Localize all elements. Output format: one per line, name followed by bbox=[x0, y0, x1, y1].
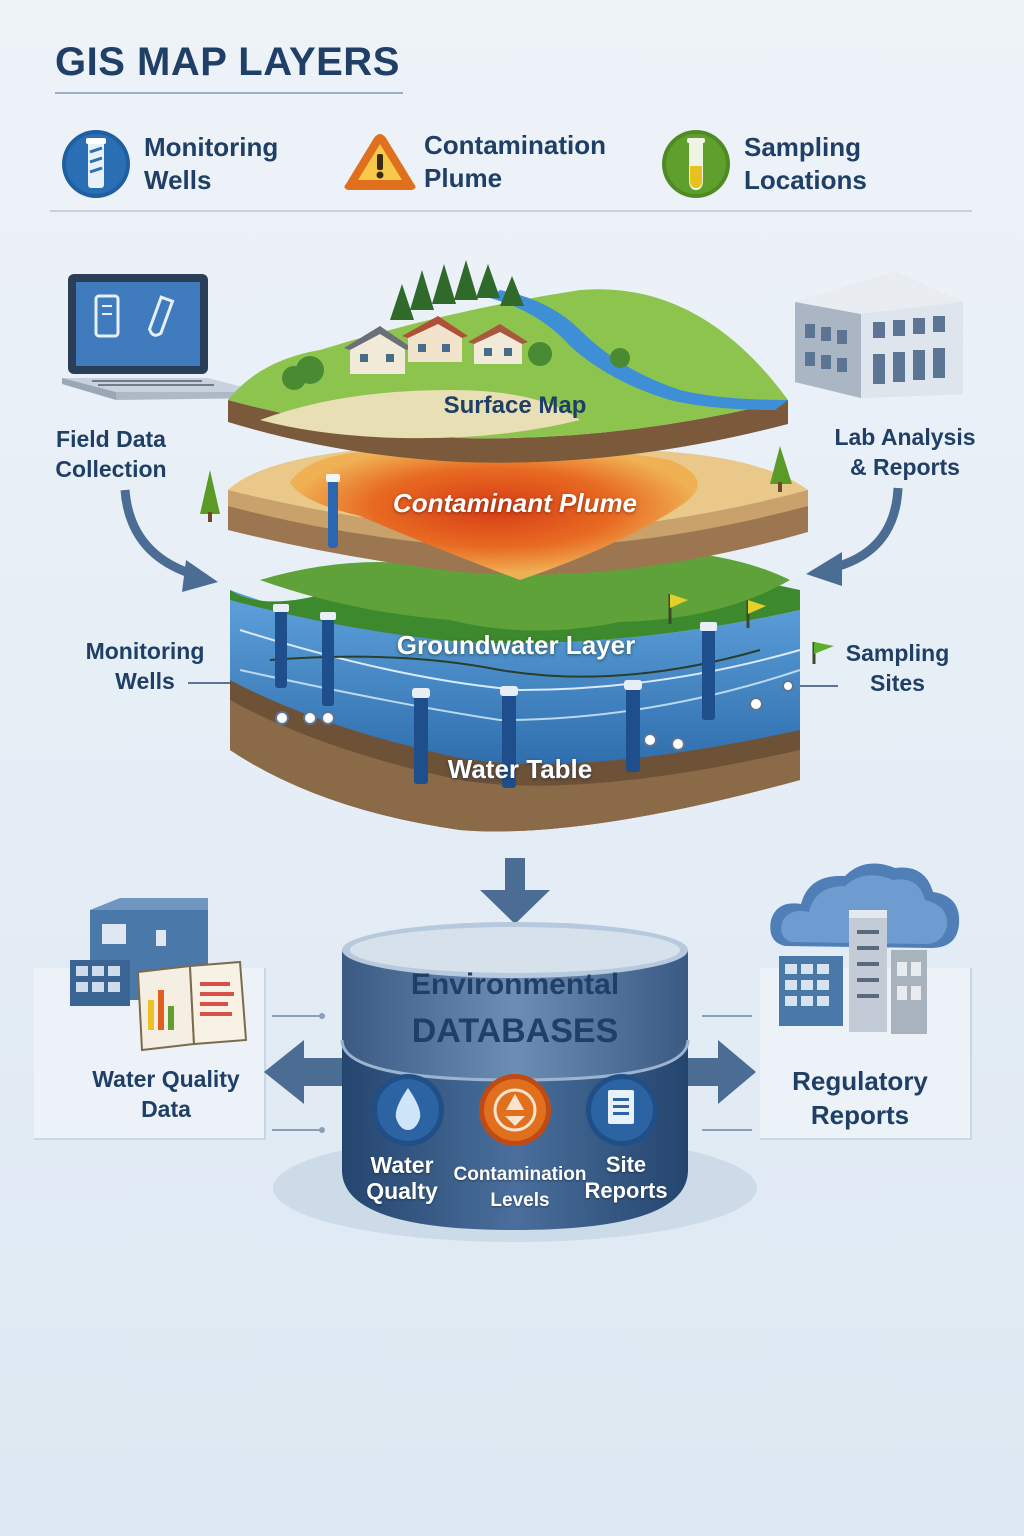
legend-sampling-locations: Sampling Locations bbox=[660, 128, 867, 200]
lab-building-icon bbox=[795, 272, 963, 398]
water-quality-data-label: Water Quality Data bbox=[92, 1066, 240, 1122]
database-title-line1: Environmental bbox=[410, 968, 620, 1001]
houses bbox=[344, 316, 528, 374]
title-divider bbox=[55, 92, 403, 94]
database-title-line2: DATABASES bbox=[411, 1012, 619, 1050]
plume-block bbox=[228, 445, 808, 580]
legend-label-plume: Contamination Plume bbox=[424, 130, 606, 193]
monitoring-well-markers bbox=[273, 604, 717, 788]
database-cylinder bbox=[273, 922, 757, 1242]
gis-layer-stack bbox=[200, 260, 834, 832]
arrow-lab-to-layers bbox=[830, 487, 903, 573]
sampling-flags bbox=[668, 594, 834, 664]
legend-monitoring-wells: Monitoring Wells bbox=[60, 128, 278, 200]
legend-label-wells: Monitoring Wells bbox=[144, 132, 279, 195]
legend-divider bbox=[50, 210, 972, 212]
arrow-to-water-quality bbox=[264, 1040, 352, 1104]
sampling-sites-label: Sampling Sites bbox=[845, 640, 950, 696]
down-arrow bbox=[480, 858, 550, 924]
monitoring-well-icon bbox=[62, 130, 130, 198]
office-report-icon bbox=[70, 898, 248, 1052]
groundwater-block bbox=[230, 547, 801, 832]
db-item-site-reports: Site Reports bbox=[584, 1152, 668, 1203]
test-tube-icon bbox=[662, 130, 730, 198]
cloud-server-icon bbox=[770, 863, 960, 1034]
field-data-label: Field Data Collection bbox=[55, 426, 167, 482]
water-table-label: Water Table bbox=[447, 754, 593, 784]
arrow-to-regulatory bbox=[672, 1040, 756, 1104]
arrow-field-to-layers bbox=[120, 489, 197, 580]
page-title: GIS MAP LAYERS bbox=[55, 40, 400, 84]
sampling-points bbox=[275, 680, 794, 751]
surface-map-label: Surface Map bbox=[443, 392, 587, 419]
legend-contamination-plume: Contamination Plume bbox=[340, 128, 606, 196]
monitoring-wells-label: Monitoring Wells bbox=[85, 638, 205, 694]
lab-analysis-label: Lab Analysis & Reports bbox=[834, 424, 976, 480]
warning-icon bbox=[344, 134, 416, 190]
db-item-contamination-levels: Contamination Levels bbox=[453, 1164, 587, 1211]
database-flow-arrows bbox=[264, 1013, 756, 1133]
surface-block bbox=[228, 260, 788, 463]
trees-small bbox=[200, 446, 792, 522]
flow-arrows bbox=[120, 487, 903, 687]
legend-label-sampling: Sampling Locations bbox=[744, 132, 867, 195]
db-item-water-quality: Water Qualty bbox=[366, 1152, 438, 1204]
groundwater-layer-label: Groundwater Layer bbox=[396, 630, 636, 660]
regulatory-reports-label: Regulatory Reports bbox=[792, 1066, 928, 1130]
laptop-icon bbox=[62, 274, 262, 400]
contaminant-plume-label: Contaminant Plume bbox=[392, 488, 638, 518]
